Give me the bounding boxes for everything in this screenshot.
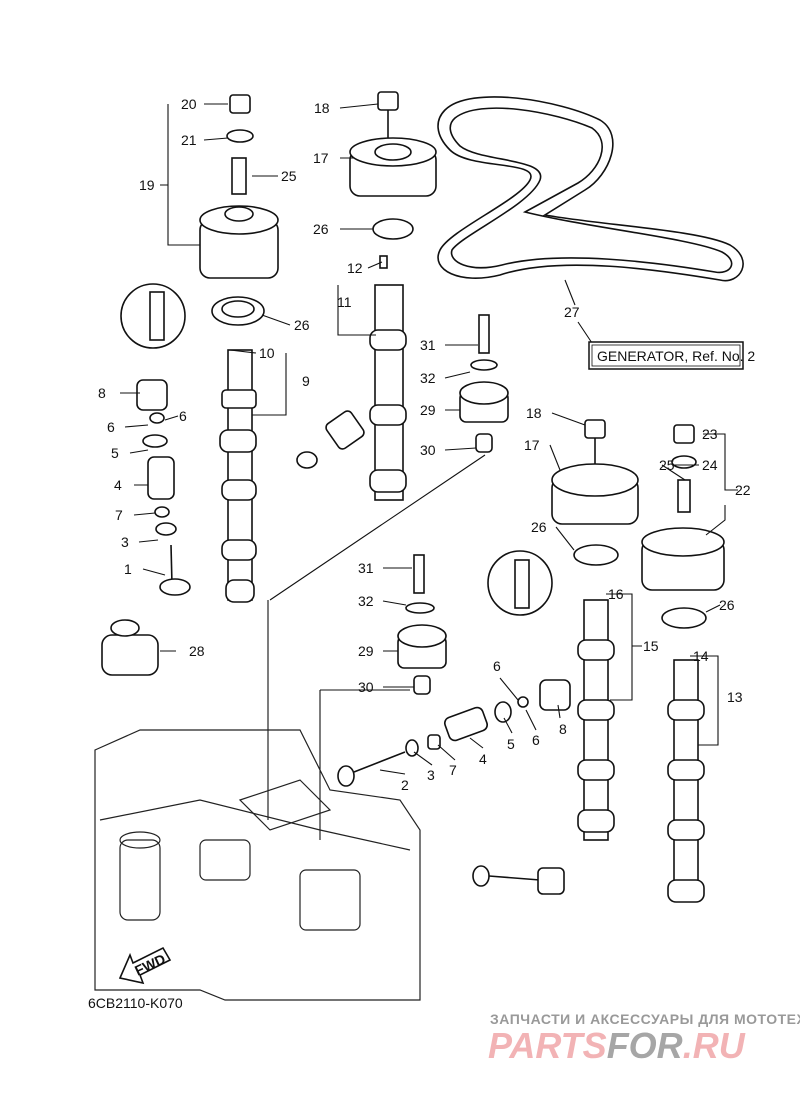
valve-train-lower [337,679,571,787]
callout: 11 [337,294,352,310]
callout: 23 [702,426,718,442]
callout: 7 [449,762,457,778]
callout: 3 [427,767,435,783]
callout: 22 [735,482,751,498]
callout: 26 [531,519,547,535]
callout: 21 [181,132,197,148]
callout: 29 [358,643,374,659]
callout: 17 [313,150,329,166]
callout: 2 [401,777,409,793]
callout: 27 [564,304,580,320]
callout: 15 [643,638,659,654]
callout: 12 [347,260,363,276]
cylinder-block [94,729,421,1001]
fwd-arrow: FWD [118,946,172,985]
callout: 28 [189,643,205,659]
watermark-brand: PARTSFOR.RU [488,1025,746,1066]
callout: 4 [114,477,122,493]
callout: 32 [420,370,436,386]
callout: 18 [526,405,542,421]
callout: 31 [358,560,374,576]
callout: 19 [139,177,155,193]
exhaust-camshaft-left [219,349,257,603]
callout: 5 [507,736,515,752]
callout: 8 [559,721,567,737]
generator-ref-box: GENERATOR, Ref. No. 2 [564,279,755,370]
callout: 26 [313,221,329,237]
callout: 17 [524,437,540,453]
callout: 26 [294,317,310,333]
watermark-brand-parts: PARTS [488,1025,607,1066]
direction-inset-icons [120,283,553,616]
callout: 9 [302,373,310,389]
callout: 18 [314,100,330,116]
watermark-brand-ru: .RU [683,1025,746,1066]
callout-labels: 20 21 19 25 26 18 17 26 12 11 10 9 8 6 6… [98,96,751,793]
exhaust-cam-pulley [296,91,437,501]
callout: 14 [693,648,709,664]
callout: 6 [107,419,115,435]
callout: 20 [181,96,197,112]
intake-cam-pulley [199,94,279,326]
callout: 24 [702,457,718,473]
callout: 16 [608,586,624,602]
callout: 32 [358,593,374,609]
callout: 26 [719,597,735,613]
leader-lines [120,103,738,775]
valve-train-left [136,379,191,596]
right-bank-camshafts [472,599,705,903]
callout: 5 [111,445,119,461]
callout: 30 [358,679,374,695]
watermark-logo: ЗАПЧАСТИ И АКСЕССУАРЫ ДЛЯ МОТОТЕХНИКИ PA… [488,1011,800,1066]
callout: 25 [281,168,297,184]
callout: 3 [121,534,129,550]
generator-ref-text: GENERATOR, Ref. No. 2 [597,348,755,364]
callout: 25 [659,457,675,473]
idler-assemblies [101,314,509,840]
callout: 29 [420,402,436,418]
callout: 7 [115,507,123,523]
watermark-brand-for: FOR [607,1025,683,1066]
callout: 30 [420,442,436,458]
diagram-code: 6CB2110-K070 [88,995,183,1011]
watermark-tagline: ЗАПЧАСТИ И АКСЕССУАРЫ ДЛЯ МОТОТЕХНИКИ [490,1011,800,1027]
callout: 6 [532,732,540,748]
callout: 8 [98,385,106,401]
callout: 31 [420,337,436,353]
callout: 1 [124,561,132,577]
right-bank-pulleys [551,419,725,629]
callout: 13 [727,689,743,705]
timing-belt [437,96,744,282]
callout: 6 [179,408,187,424]
callout: 4 [479,751,487,767]
fwd-label: FWD [132,951,168,979]
callout: 6 [493,658,501,674]
callout: 10 [259,345,275,361]
